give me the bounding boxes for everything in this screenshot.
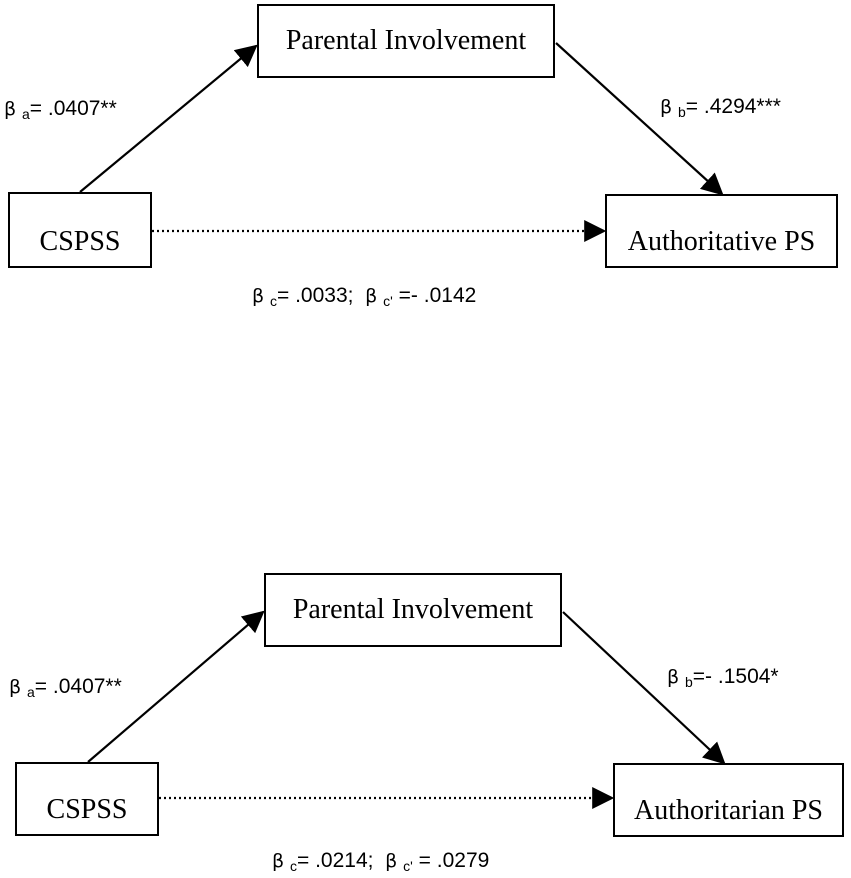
bottom-path-c-prime-sub: c'	[403, 858, 413, 874]
top-outcome-label: Authoritative PS	[627, 226, 816, 257]
bottom-path-c-label: β c= .0214; β c' = .0279	[272, 850, 489, 873]
top-path-c-prime-symbol: β	[365, 285, 378, 307]
top-predictor-box: CSPSS	[8, 192, 152, 268]
bottom-path-c-prime-symbol: β	[385, 850, 398, 872]
bottom-path-b-value: =- .1504*	[692, 665, 779, 688]
top-path-b-label: β b= .4294***	[660, 96, 781, 119]
bottom-mediator-label: Parental Involvement	[292, 594, 534, 625]
bottom-path-a-value: = .0407**	[34, 675, 122, 698]
top-path-b-value: = .4294***	[685, 95, 781, 118]
top-path-a-symbol: β	[4, 98, 17, 120]
bottom-path-c-sub: c	[289, 858, 297, 874]
top-path-c-label: β c= .0033; β c' =- .0142	[252, 285, 476, 308]
top-path-b-arrow	[555, 42, 724, 196]
bottom-outcome-box: Authoritarian PS	[613, 763, 844, 837]
top-path-a-sub: a	[21, 106, 30, 122]
top-path-c-prime-sub: c'	[383, 293, 393, 309]
bottom-path-c-symbol: β	[272, 850, 285, 872]
bottom-path-a-label: β a= .0407**	[9, 676, 122, 699]
top-path-c-sub: c	[269, 293, 277, 309]
bottom-path-a-symbol: β	[9, 676, 22, 698]
top-path-c-value: = .0033;	[276, 284, 354, 307]
top-path-b-symbol: β	[660, 96, 673, 118]
bottom-predictor-box: CSPSS	[15, 762, 159, 836]
top-path-a-value: = .0407**	[29, 97, 117, 120]
top-mediator-box: Parental Involvement	[257, 4, 555, 78]
bottom-mediator-box: Parental Involvement	[264, 573, 562, 647]
bottom-predictor-label: CSPSS	[46, 794, 128, 825]
top-path-b-sub: b	[677, 104, 686, 120]
bottom-path-c-value: = .0214;	[296, 849, 374, 872]
top-path-c-symbol: β	[252, 285, 265, 307]
bottom-path-b-symbol: β	[667, 666, 680, 688]
bottom-path-a-arrow	[87, 610, 265, 763]
top-path-a-label: β a= .0407**	[4, 98, 117, 121]
bottom-path-a-sub: a	[26, 684, 35, 700]
bottom-path-b-label: β b=- .1504*	[667, 666, 779, 689]
bottom-outcome-label: Authoritarian PS	[634, 795, 823, 826]
top-outcome-box: Authoritative PS	[605, 194, 838, 268]
top-path-c-prime-value: =- .0142	[398, 284, 477, 307]
bottom-path-b-arrow	[562, 611, 726, 765]
bottom-path-b-sub: b	[684, 674, 693, 690]
bottom-path-c-prime-value: = .0279	[418, 849, 490, 872]
top-path-a-arrow	[79, 44, 258, 193]
top-predictor-label: CSPSS	[39, 226, 121, 257]
top-mediator-label: Parental Involvement	[285, 25, 527, 56]
